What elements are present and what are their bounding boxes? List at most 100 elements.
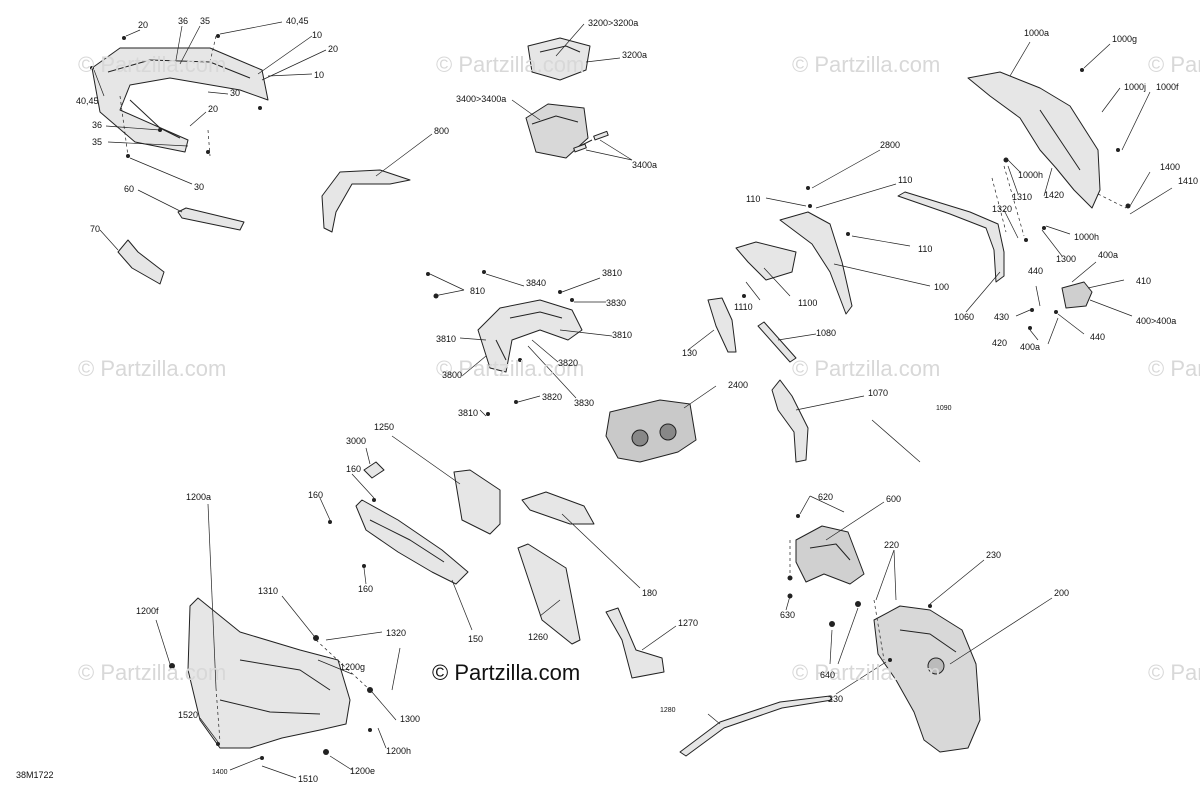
part-1200a <box>187 597 351 749</box>
callout-label: 1070 <box>868 388 889 398</box>
leader-lines <box>93 21 1173 779</box>
callout-label: 3400>3400a <box>456 94 507 104</box>
callout-label: 400a <box>1098 250 1119 260</box>
watermark: © Partzilla.com <box>1148 356 1200 381</box>
diagram-code: 38M1722 <box>16 770 54 780</box>
callout-label: 1200e <box>350 766 376 776</box>
callout-label: 430 <box>994 312 1010 322</box>
callout-label: 70 <box>90 224 101 234</box>
part-1270 <box>605 607 665 679</box>
assembly-guides <box>119 35 1127 743</box>
part-3800 <box>477 299 583 373</box>
callout-label: 3840 <box>526 278 547 288</box>
callout-label: 1320 <box>992 204 1013 214</box>
watermark: © Partzilla.com <box>1148 660 1200 685</box>
watermark: © Partzilla.com <box>78 660 227 685</box>
brand-watermark: © Partzilla.com <box>432 660 581 685</box>
callout-label: 1520 <box>178 710 199 720</box>
callout-label: 1200f <box>136 606 159 616</box>
callout-label: 10 <box>314 70 325 80</box>
callout-label: 20 <box>208 104 219 114</box>
part-1070 <box>771 379 809 463</box>
callout-label: 160 <box>308 490 324 500</box>
callout-label: 1510 <box>298 774 319 784</box>
callout-label: 1000a <box>1024 28 1050 38</box>
callout-label: 1000j <box>1124 82 1147 92</box>
part-60 <box>177 207 245 231</box>
callout-label: 3810 <box>436 334 457 344</box>
part-150 <box>355 499 469 585</box>
part-3200 <box>527 37 591 81</box>
callout-label: 3810 <box>602 268 623 278</box>
part-1060 <box>897 191 1005 283</box>
part-200 <box>873 605 981 753</box>
callout-label: 630 <box>780 610 796 620</box>
callout-label: 1270 <box>678 618 699 628</box>
callout-label: 1000h <box>1074 232 1100 242</box>
watermark: © Partzilla.com <box>792 356 941 381</box>
callout-label: 3810 <box>612 330 633 340</box>
watermark: © Partzilla.com <box>792 52 941 77</box>
part-1080 <box>757 321 797 363</box>
callout-label: 1000g <box>1112 34 1138 44</box>
callout-label: 3200>3200a <box>588 18 639 28</box>
hardware-fasteners <box>90 34 1131 760</box>
callout-label: 60 <box>124 184 135 194</box>
callout-label: 1310 <box>258 586 279 596</box>
callout-label: 1300 <box>1056 254 1077 264</box>
callout-label: 30 <box>194 182 205 192</box>
callout-label: 3000 <box>346 436 367 446</box>
callout-label: 36 <box>92 120 103 130</box>
callout-label: 1000f <box>1156 82 1179 92</box>
callout-label: 200 <box>1054 588 1070 598</box>
callout-label: 30 <box>230 88 241 98</box>
callout-label: 1080 <box>816 328 837 338</box>
callout-label: 1110 <box>734 302 753 312</box>
callout-label: 1320 <box>386 628 407 638</box>
callout-label: 3830 <box>606 298 627 308</box>
callout-label: 35 <box>92 137 103 147</box>
callout-label: 220 <box>884 540 900 550</box>
part-800 <box>321 169 411 233</box>
part-1100 <box>735 241 797 281</box>
part-100 <box>779 211 853 315</box>
callout-label: 40,45 <box>286 16 309 26</box>
part-3400 <box>525 103 609 159</box>
part-600 <box>795 525 865 585</box>
part-130 <box>707 297 737 353</box>
callout-label: 1250 <box>374 422 395 432</box>
callout-label: 1090 <box>936 405 952 412</box>
callout-label: 110 <box>918 244 933 254</box>
callout-label: 20 <box>328 44 339 54</box>
callout-label: 230 <box>986 550 1002 560</box>
watermark: © Partzilla.com <box>436 356 585 381</box>
callout-label: 2800 <box>880 140 901 150</box>
part-70 <box>117 239 165 285</box>
watermark: © Partzilla.com <box>78 52 227 77</box>
part-1000a <box>967 71 1101 209</box>
part-1250 <box>453 469 501 535</box>
callout-label: 1200h <box>386 746 412 756</box>
callout-label: 10 <box>312 30 323 40</box>
callout-label: 1410 <box>1178 176 1199 186</box>
callout-label: 35 <box>200 16 211 26</box>
callout-label: 230 <box>828 694 844 704</box>
callout-label: 600 <box>886 494 902 504</box>
callout-label: 1200g <box>340 662 366 672</box>
callout-label: 440 <box>1090 332 1106 342</box>
callout-label: 100 <box>934 282 950 292</box>
callout-label: 400>400a <box>1136 316 1177 326</box>
callout-label: 3400a <box>632 160 658 170</box>
callout-label: 810 <box>470 286 486 296</box>
watermark: © Partzilla.com <box>792 660 941 685</box>
callout-label: 160 <box>346 464 362 474</box>
part-1260 <box>517 543 581 645</box>
part-3000 <box>363 461 385 479</box>
callout-label: 1100 <box>798 298 818 308</box>
callout-label: 410 <box>1136 276 1152 286</box>
callout-label: 440 <box>1028 266 1044 276</box>
callout-label: 1310 <box>1012 192 1033 202</box>
callout-label: 1260 <box>528 632 549 642</box>
callout-label: 130 <box>682 348 698 358</box>
